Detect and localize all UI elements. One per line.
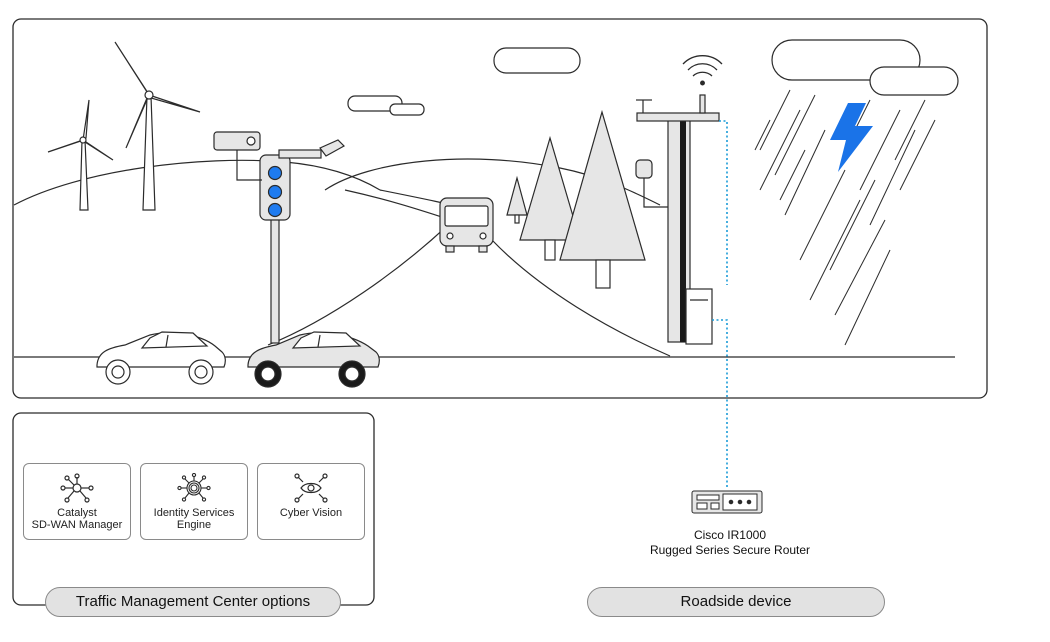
wind-turbine-large [114, 41, 201, 211]
management-center-title-pill: Traffic Management Center options [45, 587, 341, 617]
bus-icon [439, 197, 494, 253]
car-white [96, 331, 226, 385]
rain-lines [754, 89, 936, 346]
card-label: Cyber Vision [258, 507, 364, 519]
card-catalyst-sdwan-manager[interactable]: Catalyst SD-WAN Manager [23, 463, 131, 540]
router-device-icon [691, 490, 763, 514]
card-label-line1: Identity Services [153, 507, 235, 519]
router-label-line2: Rugged Series Secure Router [649, 543, 811, 557]
wifi-signal-icon [682, 55, 723, 86]
eye-hub-icon [294, 473, 328, 503]
sign-indicator [246, 136, 256, 146]
card-identity-services-engine[interactable]: Identity Services Engine [140, 463, 248, 540]
router-label: Cisco IR1000 Rugged Series Secure Router [600, 528, 860, 558]
car-grey [247, 331, 380, 388]
storm-cloud-b [869, 66, 959, 96]
road-left-edge [267, 224, 449, 346]
router-link-line [712, 120, 728, 488]
road-far-left [344, 189, 446, 219]
card-cyber-vision[interactable]: Cyber Vision [257, 463, 365, 540]
card-label-line1: Cyber Vision [279, 507, 343, 519]
road-right-edge [491, 239, 671, 357]
network-hub-icon [60, 473, 94, 503]
card-label-line2: Engine [176, 519, 212, 531]
fingerprint-hub-icon [177, 473, 211, 502]
traffic-light-top [267, 165, 283, 181]
traffic-light-bottom [267, 202, 283, 218]
sign-wire [236, 150, 262, 181]
card-label-line2: SD-WAN Manager [31, 519, 123, 531]
card-label: Identity Services Engine [141, 507, 247, 531]
roadside-device-title-pill: Roadside device [587, 587, 885, 617]
router-label-line1: Cisco IR1000 [693, 528, 767, 542]
scene-frame [12, 18, 988, 399]
trees [506, 109, 646, 289]
traffic-light-middle [267, 184, 283, 200]
roadside-pole [635, 94, 720, 345]
wind-turbine-small [47, 99, 114, 211]
card-label-line1: Catalyst [57, 507, 97, 519]
camera-icon [319, 139, 345, 157]
cloud-2b [389, 103, 425, 116]
card-label: Catalyst SD-WAN Manager [24, 507, 130, 531]
lightning-bolt-icon [830, 103, 873, 172]
hill-right [324, 158, 661, 206]
cloud-1 [493, 47, 581, 74]
camera-arm [278, 149, 322, 159]
